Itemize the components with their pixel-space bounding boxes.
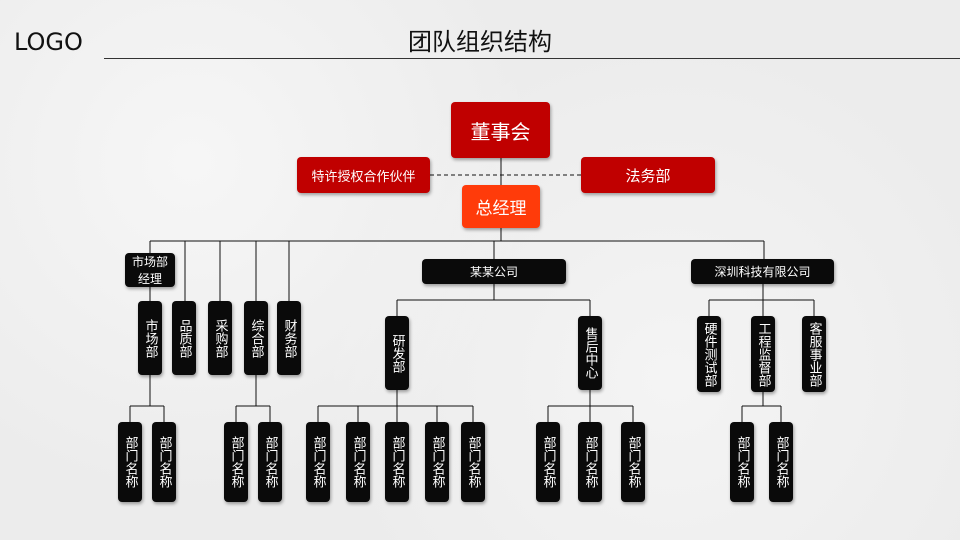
leaf-dept-box: 部门名称 (425, 422, 449, 502)
dept-box: 硬件测试部 (697, 316, 721, 392)
dept-box: 品质部 (172, 301, 196, 375)
leaf-dept-box: 部门名称 (258, 422, 282, 502)
general-manager-box: 总经理 (462, 185, 540, 228)
dept-box: 财务部 (277, 301, 301, 375)
leaf-dept-box: 部门名称 (461, 422, 485, 502)
company-b-box: 深圳科技有限公司 (691, 259, 834, 284)
leaf-dept-box: 部门名称 (118, 422, 142, 502)
leaf-dept-box: 部门名称 (621, 422, 645, 502)
market-manager-box: 市场部经理 (125, 253, 175, 287)
dept-box: 研发部 (385, 316, 409, 390)
company-a-box: 某某公司 (422, 259, 566, 284)
page-title: 团队组织结构 (408, 28, 552, 56)
leaf-dept-box: 部门名称 (306, 422, 330, 502)
dept-box: 采购部 (208, 301, 232, 375)
leaf-dept-box: 部门名称 (385, 422, 409, 502)
legal-box: 法务部 (581, 157, 715, 193)
header-divider (104, 58, 960, 59)
leaf-dept-box: 部门名称 (536, 422, 560, 502)
leaf-dept-box: 部门名称 (152, 422, 176, 502)
leaf-dept-box: 部门名称 (346, 422, 370, 502)
dept-box: 工程监督部 (751, 316, 775, 392)
leaf-dept-box: 部门名称 (730, 422, 754, 502)
board-box: 董事会 (451, 102, 550, 158)
partner-box: 特许授权合作伙伴 (297, 157, 430, 193)
leaf-dept-box: 部门名称 (769, 422, 793, 502)
dept-box: 市场部 (138, 301, 162, 375)
leaf-dept-box: 部门名称 (578, 422, 602, 502)
dept-box: 售后中心 (578, 316, 602, 390)
leaf-dept-box: 部门名称 (224, 422, 248, 502)
dept-box: 综合部 (244, 301, 268, 375)
dept-box: 客服事业部 (802, 316, 826, 392)
logo: LOGO (14, 28, 83, 56)
